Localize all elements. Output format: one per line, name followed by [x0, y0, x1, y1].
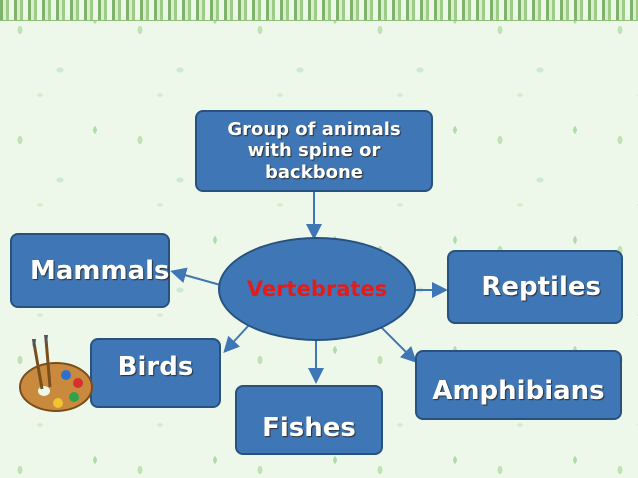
node-amphibians-text: Amphibians [432, 376, 605, 406]
arrow-center-to-amphibians [379, 325, 417, 363]
node-amphibians: Amphibians [415, 350, 622, 420]
node-center-text: Vertebrates [246, 277, 388, 301]
decorative-top-border [0, 0, 638, 21]
node-fishes: Fishes [235, 385, 383, 455]
node-birds: Birds [90, 338, 221, 408]
node-definition: Group of animals with spine or backbone [195, 110, 433, 192]
node-fishes-text: Fishes [262, 413, 356, 443]
node-mammals-text: Mammals [30, 255, 170, 286]
arrow-center-to-mammals [170, 267, 225, 287]
node-center-vertebrates: Vertebrates [218, 237, 416, 341]
arrow-center-to-birds [223, 323, 251, 353]
node-mammals: Mammals [10, 233, 170, 308]
paint-palette-icon [19, 335, 93, 412]
node-definition-text: Group of animals with spine or backbone [227, 118, 401, 183]
node-reptiles-text: Reptiles [481, 272, 601, 302]
node-reptiles: Reptiles [447, 250, 623, 324]
node-birds-text: Birds [117, 352, 194, 382]
